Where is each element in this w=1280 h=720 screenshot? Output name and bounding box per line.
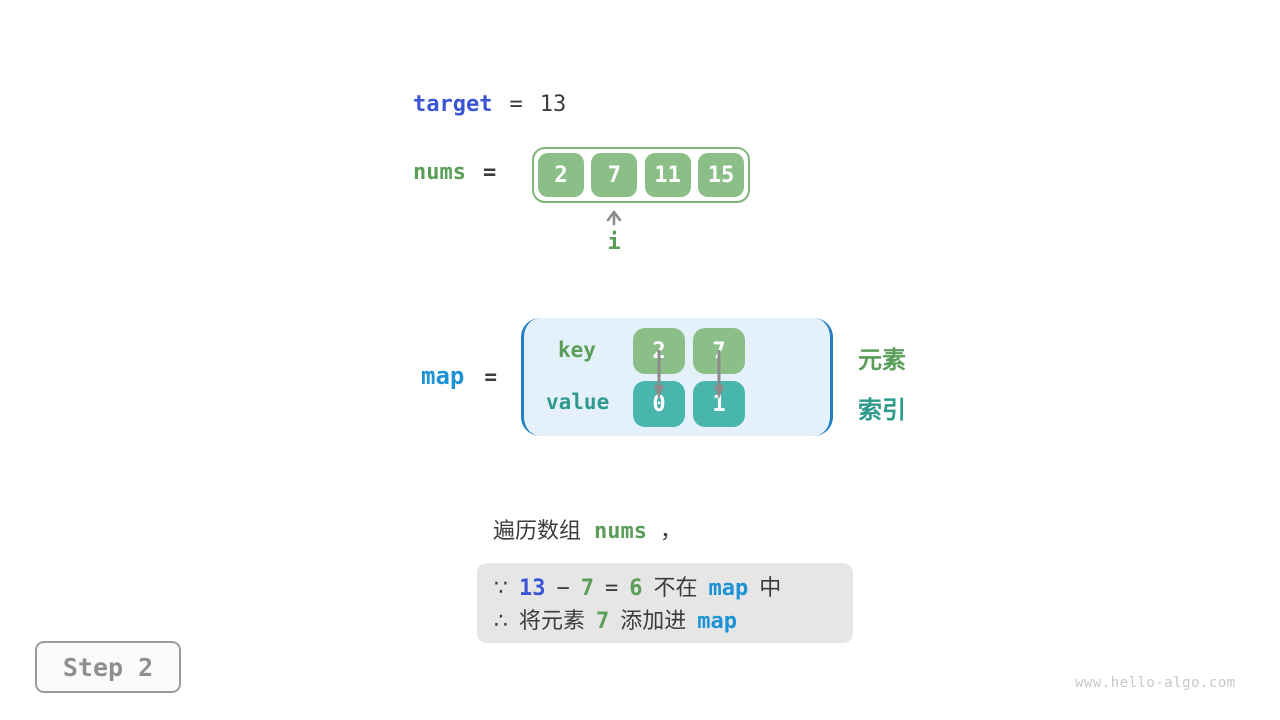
element-side-label: 元素 [858, 347, 906, 374]
nums-cell-2: 11 [644, 153, 691, 197]
nums-variable: nums [413, 160, 466, 185]
note-segment: ∴ [494, 608, 508, 633]
note-segment: 6 [629, 576, 643, 601]
index-side-label: 索引 [858, 397, 906, 424]
map-equals: = [484, 365, 498, 389]
watermark: www.hello-algo.com [1075, 675, 1236, 691]
note-segment: 添加进 [620, 608, 687, 633]
note-segment: 7 [596, 609, 610, 634]
key-to-value-arrow-icon [713, 350, 725, 399]
step-badge: Step 2 [35, 641, 181, 693]
key-to-value-arrow-icon [653, 350, 665, 399]
map-container: key value 2 7 0 1 [521, 318, 833, 436]
nums-cell-0: 2 [538, 153, 584, 197]
caption-prefix: 遍历数组 [493, 518, 582, 543]
note-segment: map [697, 609, 738, 634]
index-pointer-arrow-icon [606, 210, 622, 226]
note-segment: map [708, 576, 749, 601]
note-segment: 不在 [653, 575, 698, 600]
note-segment: 13 [519, 576, 546, 601]
map-variable: map [421, 362, 465, 390]
note-segment: ∵ [494, 575, 508, 600]
map-value-cell-1: 1 [693, 381, 745, 427]
nums-cell-3: 15 [697, 153, 744, 197]
caption-row: 遍历数组 nums ， [493, 513, 682, 545]
nums-cell-1: 7 [591, 153, 638, 197]
target-equals: = [509, 92, 523, 117]
map-value-label: value [546, 390, 610, 414]
note-segment: 中 [759, 575, 782, 600]
note-segment: 7 [580, 576, 594, 601]
map-value-cell-0: 0 [633, 381, 685, 427]
note-line-2: ∴ 将元素 7 添加进 map [494, 603, 836, 636]
note-segment: 将元素 [519, 608, 586, 633]
map-key-label: key [558, 338, 596, 362]
nums-equals: = [482, 160, 497, 185]
note-segment: = [605, 576, 619, 601]
note-segment: − [556, 576, 570, 601]
note-line-1: ∵ 13−7 = 6 不在 map 中 [494, 570, 836, 603]
step-badge-label: Step 2 [62, 652, 154, 682]
target-variable: target [413, 92, 493, 117]
nums-array: 2 7 11 15 [532, 147, 750, 203]
target-row: target = 13 [413, 92, 566, 117]
nums-label-row: nums = [413, 160, 496, 185]
index-pointer-label: i [607, 230, 621, 255]
caption-nums-ref: nums [594, 519, 647, 544]
target-value: 13 [539, 92, 567, 117]
map-label-row: map = [421, 362, 497, 390]
caption-comma: ， [660, 518, 683, 543]
